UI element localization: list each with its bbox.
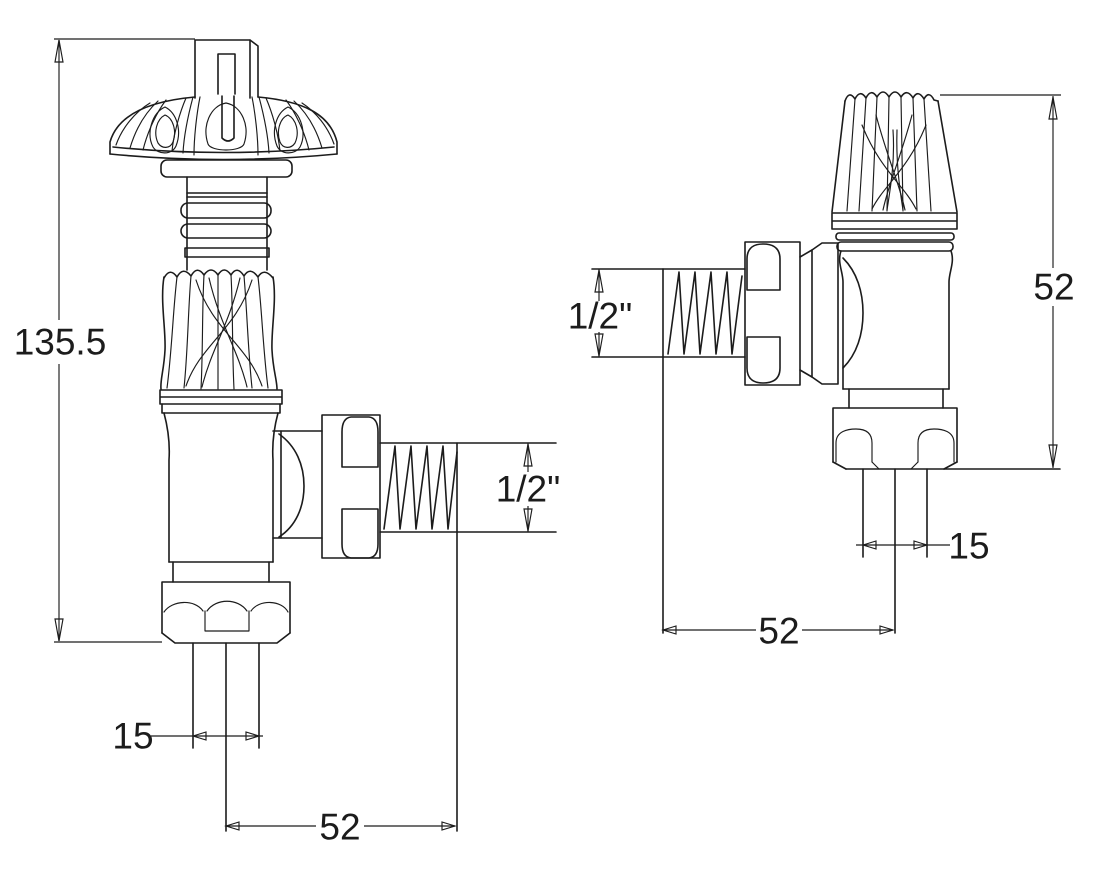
front-view: 135.5 1/2" 15 52: [14, 38, 561, 848]
front-dim-centre-to-end: [224, 821, 457, 831]
side-cap-flutes: [846, 96, 932, 212]
front-bottom-nut: [161, 581, 291, 644]
side-dim-thread-size: [594, 269, 604, 357]
front-union-nut: [321, 414, 381, 559]
front-dim-tail-width: [151, 731, 263, 741]
front-dimensions: 135.5 1/2" 15 52: [14, 38, 561, 848]
side-valve-body: [838, 250, 954, 409]
dim-label-front-height: 135.5: [14, 322, 107, 363]
dim-label-side-thread: 1/2": [568, 296, 633, 337]
dim-label-side-tail: 15: [948, 526, 989, 567]
side-view: 1/2" 52 15 52: [568, 91, 1075, 652]
side-dimensions: 1/2" 52 15 52: [568, 94, 1075, 652]
side-bottom-nut: [832, 407, 1061, 470]
side-thread: [662, 268, 746, 634]
side-dim-centre-to-end: [661, 625, 895, 635]
front-spindle-stem: [194, 39, 259, 142]
front-vase-flutes: [166, 274, 269, 390]
front-handle-collar: [160, 159, 293, 178]
dim-label-front-thread: 1/2": [496, 469, 561, 510]
dim-label-front-tail: 15: [112, 716, 153, 757]
front-neck: [180, 176, 272, 271]
front-side-port: [272, 414, 557, 832]
side-union-nut: [744, 241, 801, 386]
front-dim-thread-size: [523, 443, 533, 532]
front-tail-pipe: [192, 642, 260, 832]
side-tail-pipe: [862, 468, 928, 634]
front-handle-vase: [159, 269, 283, 414]
dim-label-side-height: 52: [1033, 267, 1074, 308]
dim-label-front-centre: 52: [319, 807, 360, 848]
front-valve-body: [163, 412, 279, 583]
side-dim-tail-width: [856, 540, 950, 550]
front-dim-overall-height: [54, 38, 195, 643]
side-dim-overall-height: [940, 94, 1061, 468]
front-thread: [379, 442, 557, 832]
dim-label-side-centre: 52: [758, 611, 799, 652]
side-port: [591, 241, 839, 634]
side-port-flange: [799, 242, 839, 385]
side-handle-cap: [831, 91, 958, 252]
front-handle-petals: [115, 96, 335, 156]
front-handle-dome: [109, 96, 338, 178]
